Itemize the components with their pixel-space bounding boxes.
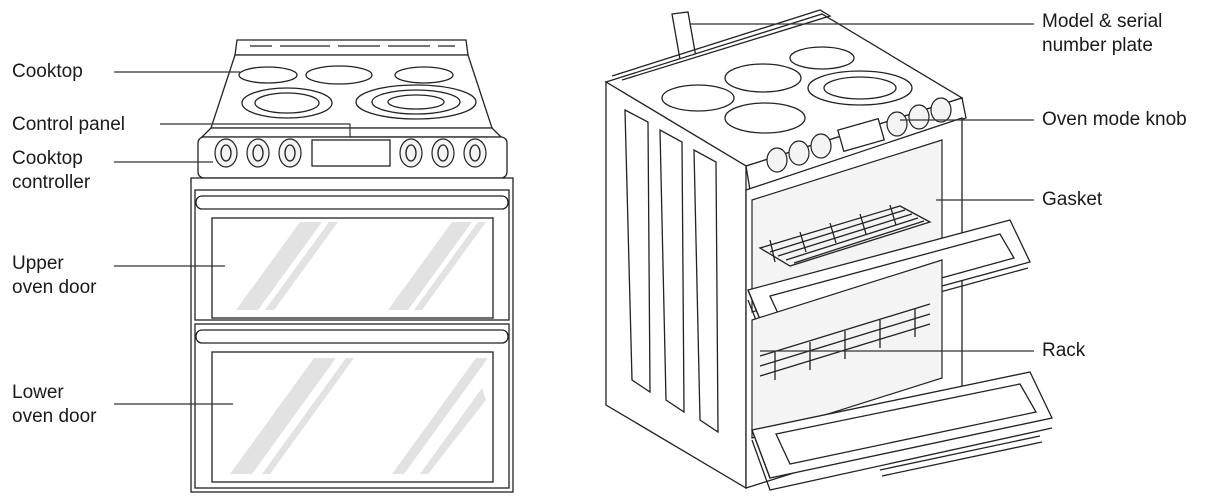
lower-oven-door [194,323,510,489]
burner [789,46,855,70]
label-cooktop-controller-line2: controller [12,172,91,193]
label-model-serial-plate: Model & serial number plate [1042,10,1162,58]
cooktop-knobs-left [214,138,302,168]
label-model-serial-line2: number plate [1042,35,1153,56]
upper-rack [758,204,932,267]
label-control-panel: Control panel [12,114,126,135]
lower-door-handle [195,329,509,344]
burner [355,84,477,120]
display-window [311,139,391,167]
label-model-serial-line1: Model & serial [1042,11,1163,32]
label-lower-oven-door-line1: Lower [12,382,64,403]
label-gasket: Gasket [1042,189,1103,210]
burner [661,84,735,112]
burner [724,63,802,93]
label-rack: Rack [1042,340,1086,361]
lower-rack [759,303,931,380]
label-lower-oven-door-line2: oven door [12,406,97,427]
burner [305,65,373,85]
label-oven-mode-knob: Oven mode knob [1042,109,1187,130]
upper-oven-door [194,189,510,321]
label-cooktop: Cooktop [12,61,83,82]
label-cooktop-controller: Cooktop controller [12,147,90,195]
burner [807,70,913,106]
label-upper-oven-door-line1: Upper [12,253,64,274]
leader-control-panel [160,123,351,137]
burner [394,66,454,84]
label-lower-oven-door: Lower oven door [12,381,97,429]
burner [241,87,333,119]
burner [238,66,298,84]
label-upper-oven-door-line2: oven door [12,277,97,298]
upper-door-handle [195,195,509,210]
side-knobs [766,97,952,173]
cooktop-knobs-right [399,138,487,168]
cooktop-surface [210,54,493,129]
label-upper-oven-door: Upper oven door [12,252,97,300]
back-rail [234,39,469,56]
burner [724,102,806,134]
label-cooktop-controller-line1: Cooktop [12,148,83,169]
